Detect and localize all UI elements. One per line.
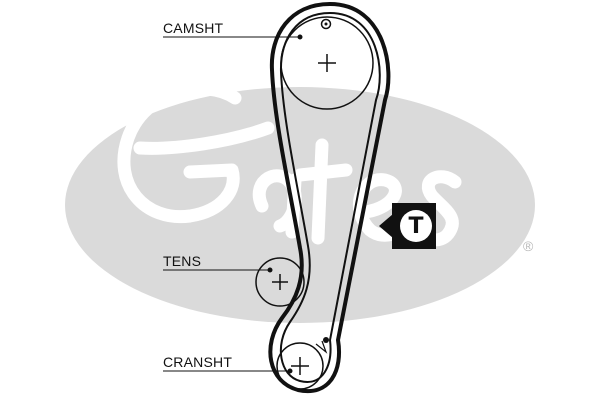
camshaft-pulley: [280, 16, 374, 110]
camshaft-pulley-circle: [280, 16, 374, 110]
camshaft-leader-dot: [297, 34, 303, 40]
tensioner-badge: [379, 203, 436, 249]
belt-inner: [279, 11, 381, 383]
camshaft-timing-mark: [320, 18, 332, 30]
crankshaft-timing-dot: [323, 337, 329, 343]
timing-belt: [268, 1, 391, 394]
leader-lines: [163, 34, 303, 374]
tensioner-badge-letter: T: [408, 213, 424, 239]
crankshaft-timing-pointer: [315, 340, 328, 354]
belt-outer: [268, 1, 391, 394]
tensioner-pulley: [255, 257, 305, 307]
tensioner-center-plus: [272, 274, 288, 290]
camshaft-timing-dot: [324, 22, 328, 26]
registered-trademark-mark: ®: [523, 238, 534, 254]
camshaft-label: CAMSHT: [163, 20, 224, 36]
badge-circle: [400, 210, 432, 242]
tensioner-pulley-circle: [255, 257, 305, 307]
crankshaft-pulley: [276, 337, 329, 390]
crankshaft-center-plus: [291, 357, 309, 375]
tensioner-label: TENS: [163, 253, 202, 269]
crankshaft-pulley-circle: [276, 342, 324, 390]
badge-pointer: [379, 214, 393, 238]
crankshaft-leader-dot: [287, 368, 293, 374]
crankshaft-label: CRANSHT: [163, 354, 233, 370]
camshaft-center-plus: [318, 54, 336, 72]
tensioner-leader-dot: [267, 267, 273, 273]
